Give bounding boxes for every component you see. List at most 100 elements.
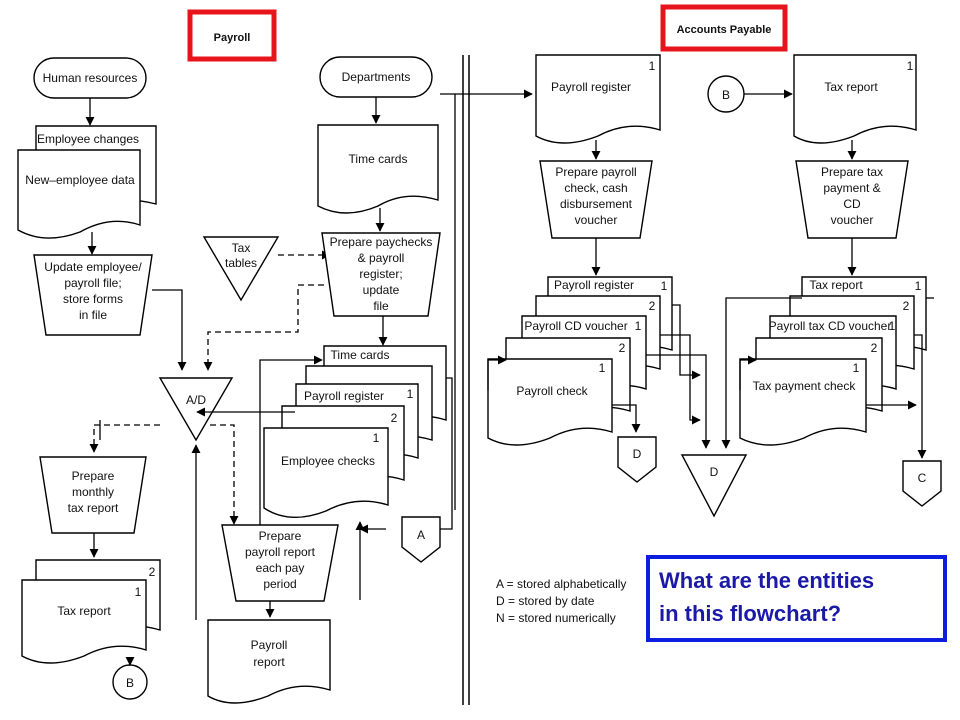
svg-text:Human resources: Human resources (43, 71, 138, 85)
svg-text:Payroll: Payroll (214, 32, 251, 44)
svg-text:Prepare: Prepare (259, 529, 302, 543)
svg-text:2: 2 (649, 299, 656, 313)
payroll-header: Payroll (187, 9, 277, 62)
svg-text:Time cards: Time cards (331, 348, 390, 362)
prepare-tax-payment-process: Prepare tax payment & CD voucher (795, 160, 909, 239)
update-employee-file-process: Update employee/ payroll file; store for… (33, 254, 153, 336)
svg-text:2: 2 (391, 411, 398, 425)
question-box: What are the entities in this flowchart? (646, 555, 947, 642)
svg-text:store forms: store forms (63, 292, 123, 306)
ap-payroll-register-document: Payroll register 1 (535, 54, 661, 144)
svg-text:Tax payment check: Tax payment check (753, 379, 857, 393)
svg-text:Tax: Tax (232, 241, 251, 255)
svg-text:1: 1 (135, 585, 142, 599)
question-line-1: What are the entities (659, 568, 874, 593)
svg-text:voucher: voucher (575, 213, 618, 227)
svg-text:Employee checks: Employee checks (281, 454, 375, 468)
svg-text:voucher: voucher (831, 213, 874, 227)
tax-tables-file: Tax tables (202, 236, 280, 302)
file-d: D (680, 454, 748, 518)
svg-text:B: B (126, 676, 134, 690)
svg-text:each pay: each pay (256, 561, 305, 575)
svg-text:check, cash: check, cash (564, 181, 627, 195)
new-employee-data-document: New–employee data (17, 149, 141, 239)
svg-text:2: 2 (871, 341, 878, 355)
storage-legend: A = stored alphabetically D = stored by … (496, 577, 626, 625)
svg-text:file: file (373, 299, 389, 313)
svg-text:Employee changes: Employee changes (37, 132, 139, 146)
svg-text:New–employee data: New–employee data (25, 173, 135, 187)
svg-text:tables: tables (225, 256, 257, 270)
svg-text:2: 2 (149, 565, 156, 579)
tax-report-document: Tax report 1 (21, 579, 147, 664)
svg-text:payment &: payment & (823, 181, 880, 195)
department-divider (462, 55, 470, 705)
svg-text:register;: register; (359, 267, 402, 281)
svg-text:Accounts Payable: Accounts Payable (677, 24, 772, 36)
svg-text:Time cards: Time cards (349, 152, 408, 166)
question-line-2: in this flowchart? (659, 601, 841, 626)
svg-text:in file: in file (79, 308, 107, 322)
ap-left-stack-payroll-check: Payroll check 1 (487, 358, 613, 446)
svg-text:period: period (263, 577, 296, 591)
time-cards-document: Time cards (317, 124, 439, 214)
prepare-tax-report-process: Prepare monthly tax report (39, 456, 147, 534)
svg-text:Prepare: Prepare (72, 469, 115, 483)
svg-text:payroll report: payroll report (245, 545, 316, 559)
svg-text:1: 1 (661, 279, 668, 293)
departments-terminal: Departments (319, 56, 433, 98)
prepare-paychecks-process: Prepare paychecks & payroll register; up… (321, 232, 441, 317)
svg-text:2: 2 (903, 299, 910, 313)
svg-text:B: B (722, 88, 730, 102)
svg-text:Payroll register: Payroll register (551, 80, 631, 94)
svg-text:Payroll check: Payroll check (516, 384, 588, 398)
prepare-payroll-check-process: Prepare payroll check, cash disbursement… (539, 160, 653, 239)
offpage-connector-d-left: D (617, 436, 657, 483)
human-resources-terminal: Human resources (33, 57, 147, 99)
svg-text:report: report (253, 655, 285, 669)
svg-text:Payroll tax CD voucher: Payroll tax CD voucher (769, 319, 892, 333)
svg-text:Prepare tax: Prepare tax (821, 165, 883, 179)
svg-text:Tax report: Tax report (809, 278, 863, 292)
svg-text:1: 1 (373, 431, 380, 445)
svg-text:Payroll CD voucher: Payroll CD voucher (524, 319, 627, 333)
svg-text:update: update (363, 283, 400, 297)
svg-text:payroll file;: payroll file; (64, 276, 121, 290)
svg-text:Tax report: Tax report (57, 604, 111, 618)
svg-text:& payroll: & payroll (358, 251, 405, 265)
svg-text:CD: CD (843, 197, 861, 211)
svg-text:1: 1 (649, 59, 656, 73)
offpage-connector-a: A (401, 516, 441, 563)
svg-text:Payroll register: Payroll register (554, 278, 634, 292)
svg-text:1: 1 (907, 59, 914, 73)
svg-text:Prepare payroll: Prepare payroll (555, 165, 636, 179)
svg-text:Prepare paychecks: Prepare paychecks (330, 235, 433, 249)
ap-tax-report-document: Tax report 1 (793, 54, 917, 144)
svg-text:Payroll register: Payroll register (304, 389, 384, 403)
svg-text:monthly: monthly (72, 485, 114, 499)
payroll-report-document: Payroll report (207, 619, 331, 704)
output-employee-checks-document: Employee checks 1 (263, 427, 389, 519)
svg-text:1: 1 (599, 361, 606, 375)
svg-text:Tax report: Tax report (824, 80, 878, 94)
svg-text:Payroll: Payroll (251, 638, 288, 652)
svg-text:1: 1 (635, 319, 642, 333)
legend-item-d: D = stored by date (496, 594, 595, 608)
svg-text:D: D (633, 447, 642, 461)
svg-text:1: 1 (915, 279, 922, 293)
svg-text:tax report: tax report (68, 501, 119, 515)
svg-text:D: D (710, 465, 719, 479)
connector-b-payroll: B (112, 664, 148, 700)
svg-text:A/D: A/D (186, 393, 206, 407)
svg-text:A: A (417, 528, 425, 542)
svg-text:C: C (918, 471, 927, 485)
svg-text:1: 1 (407, 387, 414, 401)
offpage-connector-c: C (902, 460, 942, 507)
svg-text:disbursement: disbursement (560, 197, 633, 211)
legend-item-n: N = stored numerically (496, 611, 616, 625)
prepare-payroll-report-process: Prepare payroll report each pay period (221, 524, 339, 602)
connector-b-ap: B (707, 75, 745, 113)
svg-text:Update employee/: Update employee/ (44, 260, 142, 274)
ad-file: A/D (158, 377, 234, 442)
